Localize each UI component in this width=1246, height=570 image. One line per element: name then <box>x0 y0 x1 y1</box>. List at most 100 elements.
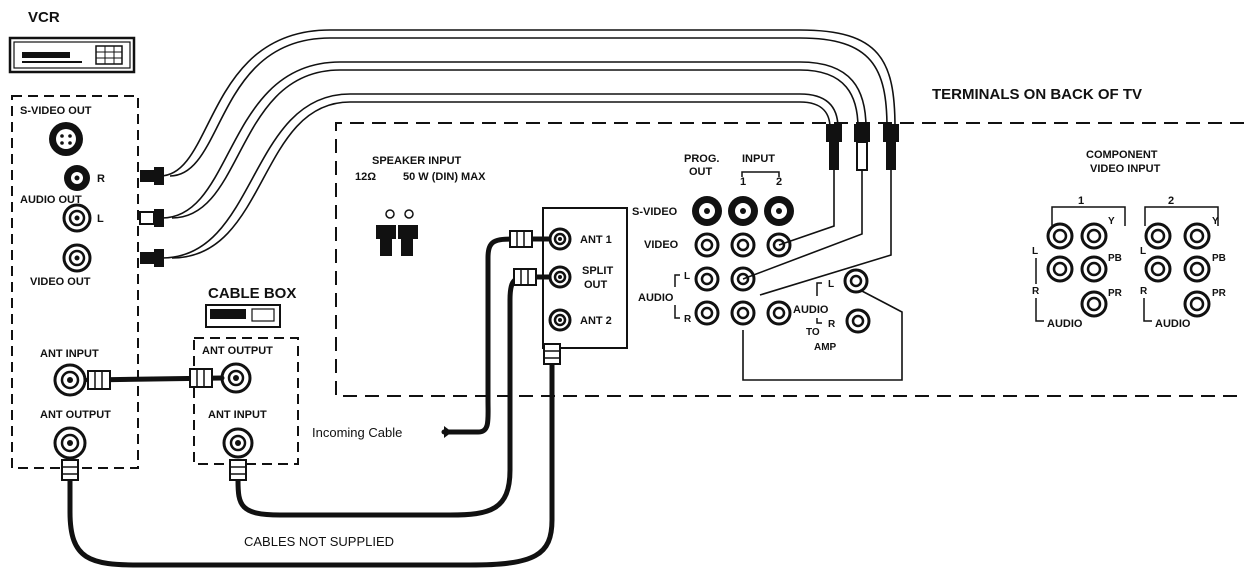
amp-audio-l-jack <box>843 268 869 294</box>
box-ant-output-jack <box>220 362 252 394</box>
split-out-coax <box>235 274 551 518</box>
component-1-label: 1 <box>1078 195 1084 207</box>
comp1-r-label: R <box>1032 286 1040 297</box>
component-label-1: COMPONENT <box>1086 149 1158 161</box>
box-input-coax-plug <box>229 459 247 481</box>
vcr-svideo-out-label: S-VIDEO OUT <box>20 105 92 117</box>
tv-audio-r-plug <box>883 124 899 170</box>
split-out-label-1: SPLIT <box>582 265 613 277</box>
vcr-audio-out-l-jack <box>62 203 92 233</box>
amp-audio-r-jack <box>845 308 871 334</box>
comp1-l-jack <box>1046 222 1074 250</box>
component-label-2: VIDEO INPUT <box>1090 163 1161 175</box>
comp1-r-jack <box>1046 255 1074 283</box>
comp2-r-jack <box>1144 255 1172 283</box>
tv-terminal-panel <box>335 122 1244 397</box>
audio-label: AUDIO <box>638 292 674 304</box>
prog-out-audio-r-jack <box>694 300 720 326</box>
comp2-audio-label: AUDIO <box>1155 318 1191 330</box>
comp1-pb-jack <box>1080 255 1108 283</box>
incoming-cable-label: Incoming Cable <box>312 425 402 440</box>
tv-audio-l-plug <box>854 124 870 171</box>
input-label: INPUT <box>742 153 775 165</box>
vcr-video-out-jack <box>62 243 92 273</box>
vcr-audio-out-r-jack <box>64 165 90 191</box>
amp-label: AMP <box>814 342 837 353</box>
to-label: TO <box>806 327 820 338</box>
cables-not-supplied-label: CABLES NOT SUPPLIED <box>244 534 394 549</box>
speaker-input-label: SPEAKER INPUT <box>372 155 462 167</box>
incoming-arrow-icon <box>444 426 452 438</box>
box-ant-output-label: ANT OUTPUT <box>202 345 273 357</box>
prog-out-video-jack <box>694 232 720 258</box>
vcr-audio-l-plug <box>139 209 164 227</box>
input1-video-jack <box>730 232 756 258</box>
vcr-l-label: L <box>97 213 104 225</box>
vcr-title: VCR <box>28 9 60 26</box>
amp-l-label: L <box>828 279 834 290</box>
comp1-pr-label: PR <box>1108 288 1123 299</box>
vcr-ant-input-label: ANT INPUT <box>40 348 99 360</box>
component-2-label: 2 <box>1168 195 1174 207</box>
input1-svideo-jack <box>728 196 758 226</box>
ant1-coax-plug <box>509 230 533 248</box>
audio-l-label: L <box>684 271 690 282</box>
vcr-video-plug <box>140 249 164 267</box>
vcr-output-coax-plug <box>61 459 79 481</box>
coax-plug-left <box>87 370 111 390</box>
svideo-label: S-VIDEO <box>632 206 678 218</box>
ant1-label: ANT 1 <box>580 234 612 246</box>
vcr-ant-input-jack <box>53 363 87 397</box>
audio-r-label: R <box>684 314 692 325</box>
comp2-pr-label: PR <box>1212 288 1227 299</box>
comp2-y-jack <box>1183 222 1211 250</box>
box-ant-input-label: ANT INPUT <box>208 409 267 421</box>
ant2-label: ANT 2 <box>580 315 612 327</box>
speaker-spec-power: 50 W (DIN) MAX <box>403 171 486 183</box>
speaker-spec-ohm: 12Ω <box>355 171 376 183</box>
comp1-pr-jack <box>1080 290 1108 318</box>
vcr-video-out-label: VIDEO OUT <box>30 276 91 288</box>
prog-out-label-2: OUT <box>689 166 713 178</box>
comp2-pb-label: PB <box>1212 253 1226 264</box>
comp2-l-jack <box>1144 222 1172 250</box>
input1-audio-l-jack <box>730 266 756 292</box>
input-1-label: 1 <box>740 176 746 188</box>
split-coax-plug <box>513 268 537 286</box>
prog-out-label-1: PROG. <box>684 153 719 165</box>
ant2-coax-plug <box>543 343 561 365</box>
vcr-ant-output-jack <box>53 426 87 460</box>
cable-box-device-icon <box>205 304 281 328</box>
tv-video-plug <box>826 124 842 170</box>
comp1-y-label: Y <box>1108 216 1115 227</box>
amp-r-label: R <box>828 319 836 330</box>
comp1-l-label: L <box>1032 246 1038 257</box>
input-2-label: 2 <box>776 176 782 188</box>
comp1-pb-label: PB <box>1108 253 1122 264</box>
comp2-pr-jack <box>1183 290 1211 318</box>
comp2-r-label: R <box>1140 286 1148 297</box>
vcr-audio-out-label: AUDIO OUT <box>20 194 82 206</box>
audio-l-cable <box>161 61 867 219</box>
vcr-audio-r-plug <box>140 167 164 185</box>
comp2-pb-jack <box>1183 255 1211 283</box>
comp1-audio-label: AUDIO <box>1047 318 1083 330</box>
video-label: VIDEO <box>644 239 679 251</box>
comp1-y-jack <box>1080 222 1108 250</box>
vcr-to-tv-coax <box>67 357 555 568</box>
tv-title: TERMINALS ON BACK OF TV <box>932 86 1142 103</box>
prog-out-svideo-jack <box>692 196 722 226</box>
split-out-jack <box>548 265 572 289</box>
ant2-jack <box>548 308 572 332</box>
vcr-device-icon <box>8 36 136 74</box>
vcr-svideo-out-jack <box>49 122 83 156</box>
box-ant-input-jack <box>222 427 254 459</box>
speaker-input-terminal <box>376 209 418 256</box>
input2-audio-r-jack <box>766 300 792 326</box>
comp2-y-label: Y <box>1212 216 1219 227</box>
vcr-ant-output-label: ANT OUTPUT <box>40 409 111 421</box>
comp2-l-label: L <box>1140 246 1146 257</box>
audio-r-cable <box>159 29 896 177</box>
prog-out-link <box>742 289 903 381</box>
